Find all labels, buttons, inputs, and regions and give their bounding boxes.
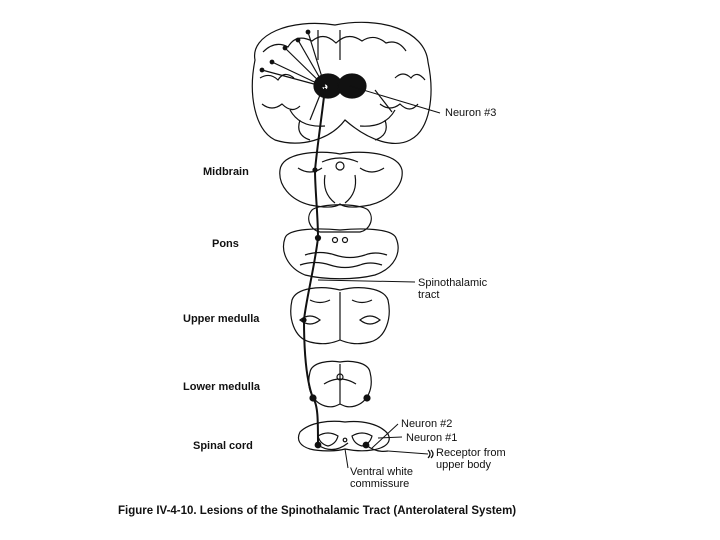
label-neuron-3: Neuron #3 [445, 107, 497, 119]
pons-section [283, 204, 399, 280]
label-spinal-cord: Spinal cord [193, 440, 253, 452]
label-receptor-2: upper body [436, 459, 492, 471]
neuron1-leader [377, 436, 403, 439]
lower-medulla-section [308, 360, 372, 408]
label-spinothalamic-2: tract [418, 289, 440, 301]
label-upper-medulla: Upper medulla [183, 313, 260, 325]
neuron2-leader [371, 423, 399, 449]
receptor-ending-icon [427, 449, 434, 459]
midbrain-section [279, 151, 403, 208]
neuron3-leader [349, 85, 441, 114]
label-spinothalamic-1: Spinothalamic [418, 277, 488, 289]
receptor-leader [387, 450, 429, 455]
label-ventral-2: commissure [350, 478, 410, 490]
label-ventral-1: Ventral white [350, 466, 413, 478]
figure-caption: Figure IV-4-10. Lesions of the Spinothal… [118, 505, 517, 517]
label-pons: Pons [212, 238, 239, 250]
spinothalamic-tract-line [302, 87, 326, 446]
label-receptor-1: Receptor from [436, 447, 506, 459]
radiating-fibers [259, 29, 326, 88]
ventral-leader [344, 448, 349, 469]
brain-coronal-section [251, 21, 432, 144]
spinothalamic-leader [317, 279, 416, 283]
upper-medulla-section [290, 287, 390, 345]
spinal-cord-section [297, 420, 390, 452]
label-neuron-1: Neuron #1 [406, 432, 458, 444]
label-lower-medulla: Lower medulla [183, 381, 261, 393]
label-neuron-2: Neuron #2 [401, 418, 453, 430]
label-midbrain: Midbrain [203, 166, 249, 178]
